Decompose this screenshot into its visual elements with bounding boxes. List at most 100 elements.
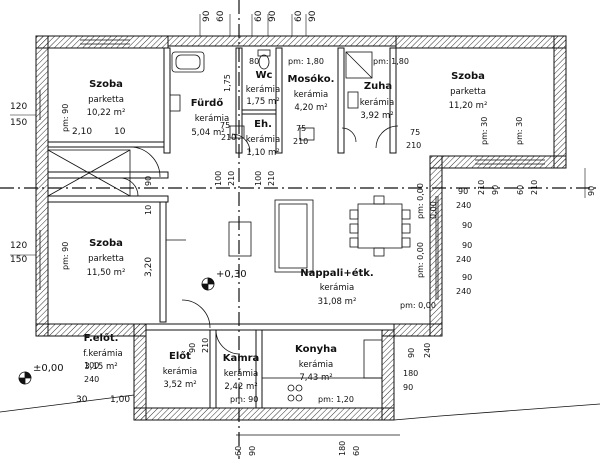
- room-area-zuha: 3,92 m²: [360, 110, 394, 121]
- room-floor-eh: kerámia: [245, 134, 281, 145]
- dim-90h: 90: [407, 347, 416, 358]
- room-area-nappali: 31,08 m²: [317, 296, 357, 307]
- ground-line: [0, 394, 600, 436]
- dim-10a: 10: [114, 127, 126, 137]
- room-name-mosoko: Mosókо.: [287, 74, 335, 85]
- dim-100a: 100: [214, 170, 223, 186]
- dim-75c: 75: [410, 128, 421, 137]
- dim-90g: 90: [403, 383, 414, 392]
- dim-80: 80: [249, 57, 260, 66]
- room-name-szoba-1: Szoba: [89, 79, 123, 90]
- dim-100d: 1,00: [110, 395, 131, 405]
- dim-210d: 210: [406, 141, 422, 150]
- dim-30: 30: [76, 395, 88, 405]
- dim-60d: 60: [516, 184, 525, 195]
- dim-top-90c: 90: [308, 10, 318, 22]
- dim-210b: 2,10: [72, 127, 93, 137]
- room-area-elot: 3,52 m²: [163, 379, 197, 390]
- dim-r-90d: 90: [462, 273, 473, 282]
- dimension-lines: [10, 14, 586, 256]
- dim-210i: 210: [201, 337, 210, 353]
- room-floor-szoba-3: parketta: [450, 86, 486, 97]
- dim-000b: 0,00: [429, 201, 438, 219]
- dim-left-120a: 120: [10, 102, 28, 112]
- dim-pm-90c: pm: 90: [230, 395, 259, 404]
- level-label-outer: ±0,00: [33, 363, 64, 374]
- room-floor-szoba-1: parketta: [88, 94, 124, 105]
- dim-210f: 210: [267, 170, 276, 186]
- dim-top-60c: 60: [294, 10, 304, 22]
- windows: [39, 39, 545, 300]
- room-area-mosoko: 4,20 m²: [294, 102, 328, 113]
- dim-210e: 210: [227, 170, 236, 186]
- dim-210c: 210: [293, 137, 309, 146]
- dim-100b: 100: [254, 170, 263, 186]
- room-name-felot: F.előt.: [83, 333, 119, 344]
- dim-90f: 90: [188, 342, 197, 353]
- dim-pm-90b: pm: 90: [61, 241, 70, 270]
- dim-bot-180: 180: [338, 440, 347, 456]
- dim-bot-60a: 60: [234, 445, 243, 456]
- dim-75b: 75: [296, 124, 307, 133]
- dim-210h: 210: [530, 179, 539, 195]
- room-area-wc: 1,75 m²: [246, 96, 280, 107]
- room-floor-konyha: kerámia: [298, 359, 334, 370]
- room-floor-furdo: kerámia: [194, 113, 230, 124]
- shower-tray: [345, 51, 373, 79]
- dim-pm-000d: pm: 0,00: [400, 301, 436, 310]
- dim-240d: 240: [84, 375, 100, 384]
- room-floor-wc: kerámia: [245, 84, 281, 95]
- room-floor-elot: kerámia: [162, 366, 198, 377]
- dim-top-60b: 60: [254, 10, 264, 22]
- room-name-zuha: Zuha: [363, 81, 393, 92]
- dim-left-150a: 150: [10, 118, 28, 128]
- room-area-konyha: 7,43 m²: [299, 372, 333, 383]
- wc-fixture: [257, 49, 271, 70]
- dim-pm-120: pm: 1,20: [318, 395, 354, 404]
- dim-90d: 90: [491, 184, 500, 195]
- room-area-szoba-1: 10,22 m²: [86, 107, 126, 118]
- dim-pm-90a: pm: 90: [61, 103, 70, 132]
- living-furniture: [228, 195, 411, 273]
- room-name-elot: Előt: [169, 351, 191, 362]
- level-marker-outer: [18, 371, 32, 385]
- room-name-nappali: Nappali+étk.: [300, 268, 374, 279]
- room-floor-mosoko: kerámia: [293, 89, 329, 100]
- room-name-furdo: Fürdő: [190, 98, 224, 109]
- room-name-szoba-3: Szoba: [451, 71, 485, 82]
- dim-180b: 180: [403, 369, 419, 378]
- room-name-kamra: Kamra: [222, 353, 260, 364]
- level-marker-inner: [201, 277, 215, 291]
- dim-320: 3,20: [144, 256, 154, 277]
- dim-100c: 100: [84, 361, 100, 370]
- dim-bot-90a: 90: [248, 445, 257, 456]
- dim-90e: 90: [587, 185, 596, 196]
- dim-r-90b: 90: [462, 221, 473, 230]
- sinks: [169, 91, 359, 141]
- dim-left-120b: 120: [10, 241, 28, 251]
- dim-000c: pm: 0,00: [416, 242, 425, 278]
- room-name-szoba-2: Szoba: [89, 238, 123, 249]
- room-area-furdo: 5,04 m²: [191, 127, 225, 138]
- room-floor-zuha: kerámia: [359, 97, 395, 108]
- dim-pm-30a: pm: 30: [480, 116, 489, 145]
- dim-10b: 10: [144, 204, 153, 215]
- dim-r-240c: 240: [456, 287, 472, 296]
- room-area-felot: 3,15 m²: [84, 361, 118, 372]
- dim-bot-60b: 60: [352, 445, 361, 456]
- room-floor-szoba-2: parketta: [88, 253, 124, 264]
- dim-top-90b: 90: [268, 10, 278, 22]
- room-area-szoba-3: 11,20 m²: [448, 100, 488, 111]
- dim-r-90a: 90: [458, 187, 469, 196]
- room-area-szoba-2: 11,50 m²: [86, 267, 126, 278]
- dim-pm-180a: pm: 1,80: [288, 57, 324, 66]
- room-name-konyha: Konyha: [295, 344, 337, 355]
- dim-90-mid: 90: [144, 175, 153, 186]
- dim-left-150b: 150: [10, 255, 28, 265]
- dim-top-90a: 90: [202, 10, 212, 22]
- room-floor-felot: f.kerámia: [83, 348, 123, 359]
- dim-175: 1,75: [223, 74, 232, 92]
- dim-210g: 210: [477, 179, 486, 195]
